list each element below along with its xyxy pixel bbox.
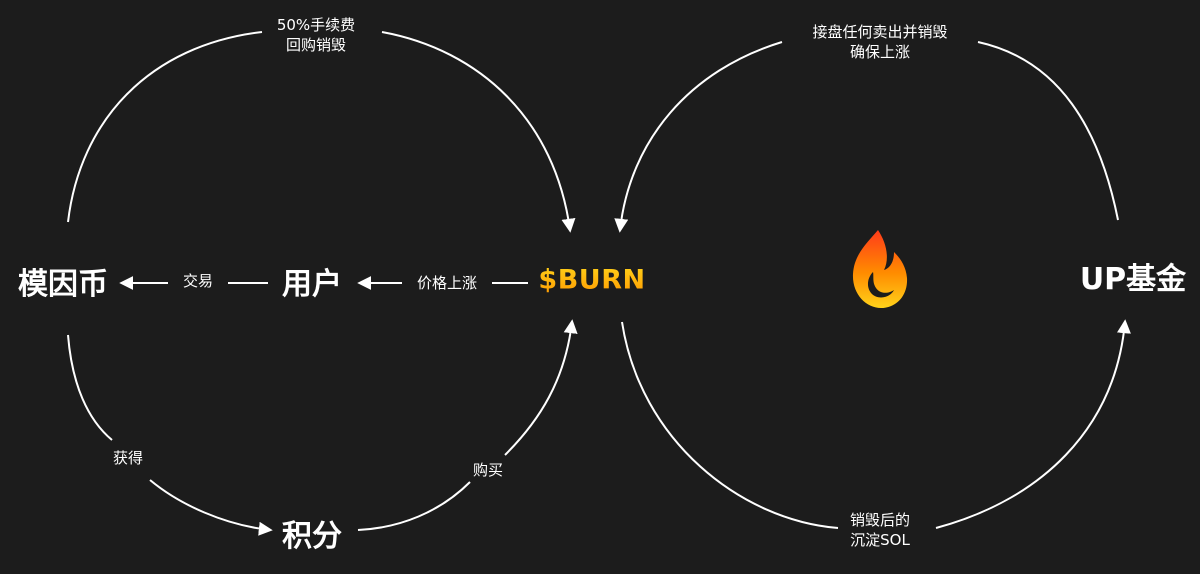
node-burn-token: $BURN — [538, 264, 646, 296]
edge-label-burned-sol-line2: 沉淀SOL — [850, 531, 910, 549]
edge-label-fee-buyback-line1: 50%手续费 — [276, 16, 356, 34]
edge-label-earn: 获得 — [112, 449, 144, 467]
arrow-earn-top — [67, 334, 113, 441]
edge-label-trade: 交易 — [182, 272, 214, 290]
arrow-fee-buyback-right — [381, 31, 576, 233]
arrow-burned-sol-left — [621, 321, 839, 529]
edge-label-burned-sol-line1: 销毁后的 — [849, 511, 911, 529]
node-memecoin: 模因币 — [18, 267, 108, 302]
arrow-earn-bottom — [149, 479, 273, 536]
node-up-fund: UP基金 — [1079, 262, 1187, 297]
arrow-buy-top — [504, 319, 578, 456]
edge-label-absorb-line2: 确保上涨 — [849, 43, 911, 61]
edge-label-price-rise: 价格上涨 — [416, 274, 478, 292]
arrow-absorb-right — [977, 41, 1119, 221]
edge-label-fee-buyback: 50%手续费 回购销毁 — [277, 15, 355, 55]
arrow-burned-sol-right — [935, 319, 1131, 529]
edge-label-burned-sol: 销毁后的 沉淀SOL — [850, 510, 910, 550]
arrow-fee-buyback-left — [67, 31, 263, 223]
flame-icon — [852, 230, 908, 308]
node-user: 用户 — [282, 267, 342, 302]
edge-label-absorb-line1: 接盘任何卖出并销毁 — [812, 23, 948, 41]
node-points: 积分 — [282, 519, 342, 554]
edge-label-absorb: 接盘任何卖出并销毁 确保上涨 — [812, 22, 947, 62]
edge-label-buy: 购买 — [472, 461, 504, 479]
arrow-absorb-left — [614, 41, 783, 233]
edge-label-fee-buyback-line2: 回购销毁 — [285, 36, 346, 54]
arrow-buy-bottom — [357, 481, 471, 531]
